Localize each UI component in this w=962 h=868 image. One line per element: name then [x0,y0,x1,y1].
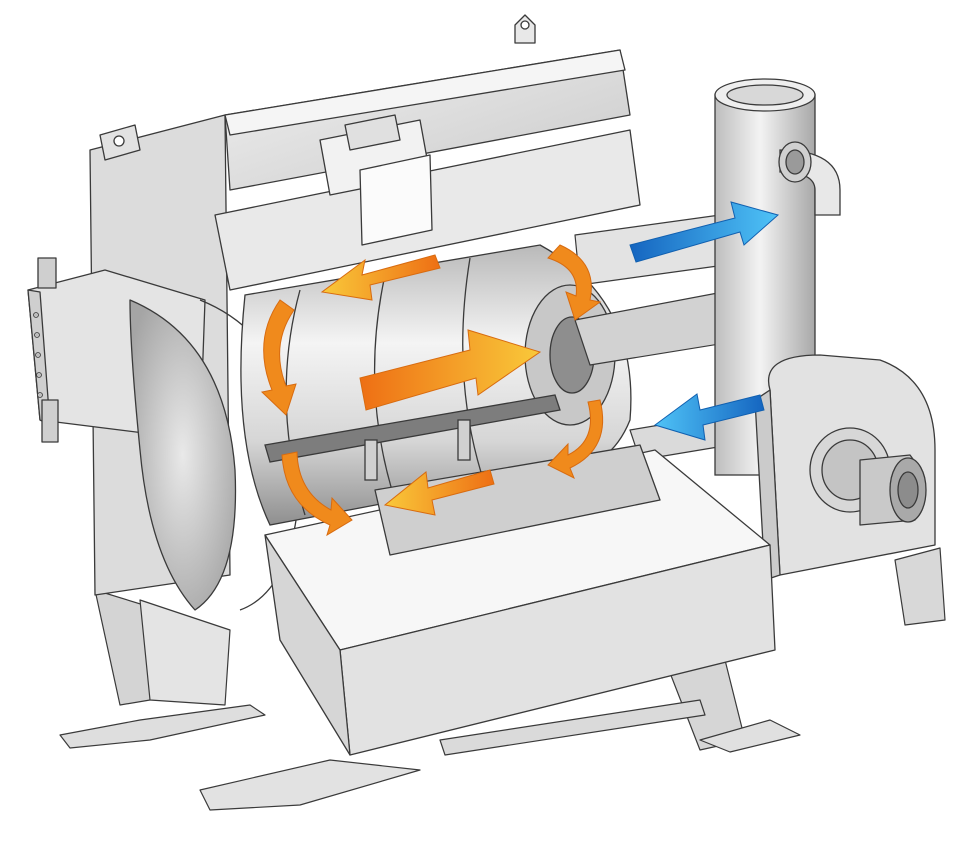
support-frame [59,547,946,811]
hot-flow-arrow-top-return [320,254,441,301]
cool-flow-arrows [629,201,780,441]
hot-flow-arrows [260,244,604,537]
fan-housing [754,354,936,581]
hot-flow-arrow-left-top-curl [260,299,297,416]
fresh-air-inflow-arrow [653,393,765,441]
exhaust-outflow-arrow [629,201,780,263]
hot-flow-arrow-main [359,329,542,411]
hot-flow-arrow-left-bottom-curl [281,451,353,537]
hot-flow-arrow-right-bottom-curl [547,399,604,480]
front-hopper [264,444,776,756]
hot-flow-arrow-right-top-curl [547,244,602,321]
hot-flow-arrow-bottom-return [383,469,495,516]
